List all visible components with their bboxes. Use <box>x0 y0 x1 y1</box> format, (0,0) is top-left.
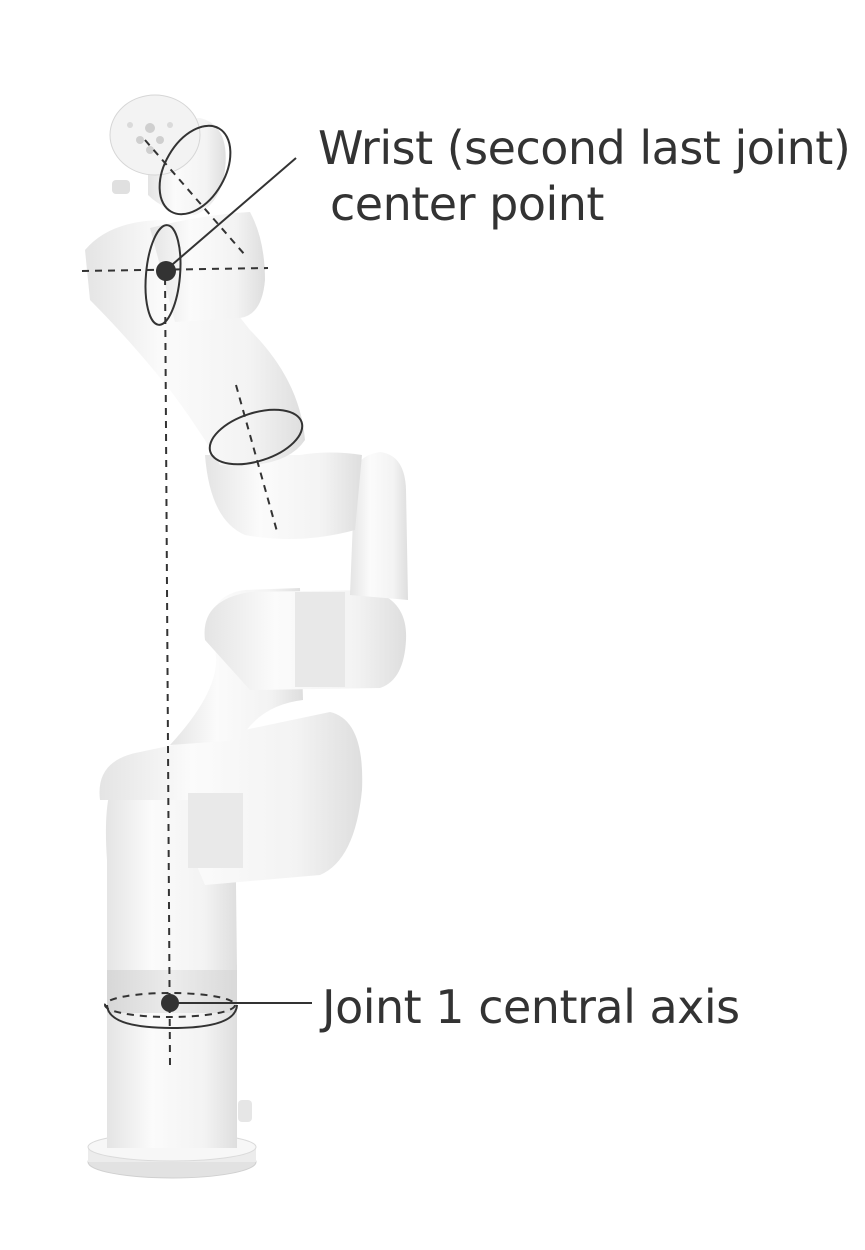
wrist-center-marker <box>156 261 176 281</box>
joint-1-ring <box>106 1004 238 1030</box>
wrist-label-line-2: center point <box>330 177 604 231</box>
end-effector <box>109 94 232 216</box>
wrist-leader-line <box>165 157 297 271</box>
joint-1-dashed-axis <box>164 269 171 1066</box>
joint-1-dashed-ring <box>104 992 236 1018</box>
joint-1-center-marker <box>161 994 179 1012</box>
wrist-center-label: Wrist (second last joint) center point <box>318 120 851 232</box>
arm-links <box>85 212 408 885</box>
wrist-label-line-1: Wrist (second last joint) <box>318 121 851 175</box>
joint-1-axis-label: Joint 1 central axis <box>322 980 740 1034</box>
